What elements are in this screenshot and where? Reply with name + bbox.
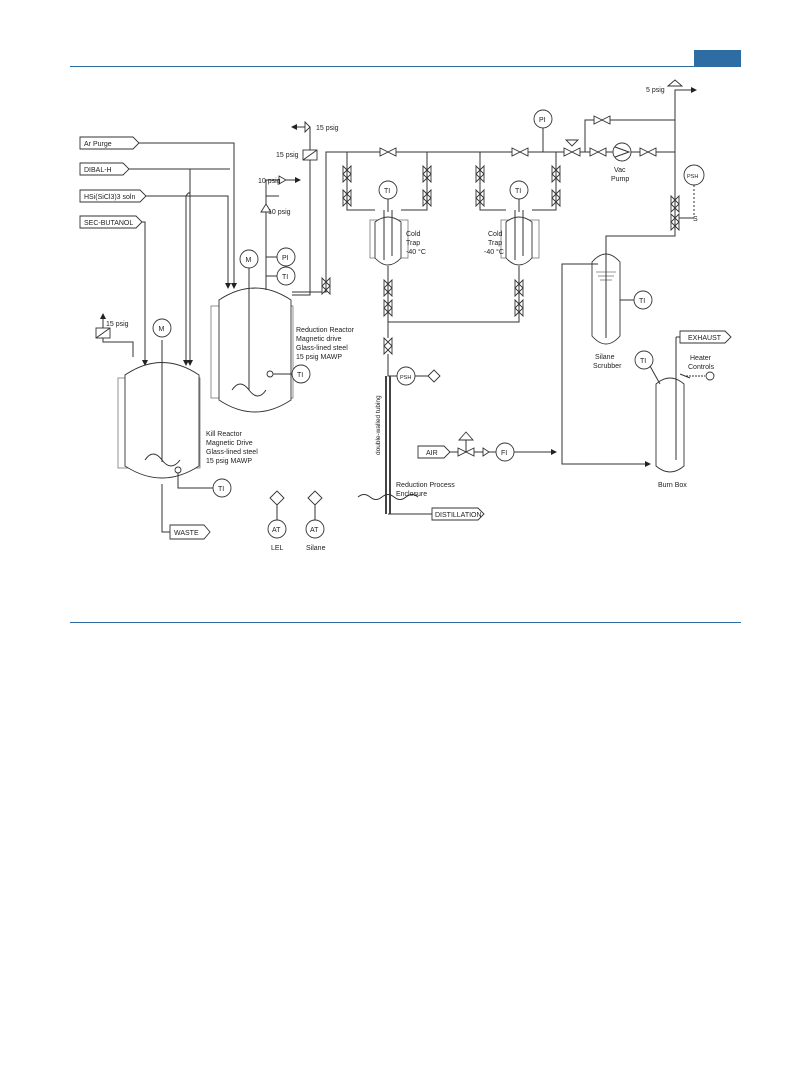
rr-ti-side: TI: [273, 364, 311, 384]
vent-psh-label: PSH: [687, 174, 698, 180]
rr-ti-top-label: TI: [282, 274, 288, 281]
rr-ti-side-label: TI: [297, 372, 303, 379]
ct1-ti-label: TI: [384, 188, 390, 195]
enclosure-label-1: Reduction Process: [396, 482, 455, 489]
waste-label: WASTE: [174, 530, 199, 537]
rr-desc-3: Glass-lined steel: [296, 345, 348, 352]
psh-s-label: S: [693, 216, 698, 223]
ct1-label-2: Trap: [406, 240, 420, 247]
header-pi: PI: [533, 109, 553, 152]
burn-ti-label: TI: [640, 358, 646, 365]
header-tab: [694, 50, 741, 67]
header-pi-label: PI: [539, 117, 546, 124]
rr-ti-top: TI: [266, 266, 296, 286]
header-valves: [321, 79, 684, 296]
kill-motor: M: [152, 318, 172, 338]
rr-motor-label: M: [246, 257, 252, 264]
burn-box-label: Burn Box: [658, 482, 687, 489]
scrubber-ti-label: TI: [639, 298, 645, 305]
header-line: [292, 87, 697, 293]
ct2-label-3: -40 °C: [484, 248, 504, 256]
kill-ti-label: TI: [218, 486, 224, 493]
kill-desc-4: 15 psig MAWP: [206, 458, 252, 465]
rr-relief-15: 15 psig 15 psig: [276, 120, 339, 296]
kill-reactor-desc: Kill Reactor Magnetic Drive Glass-lined …: [206, 431, 258, 465]
kill-motor-label: M: [159, 326, 165, 333]
at-silane: AT Silane: [305, 490, 326, 552]
air-label: AIR: [426, 450, 438, 457]
ct1-label-3: -40 °C: [406, 248, 426, 256]
rr-motor: M: [239, 249, 259, 269]
vent-5-label: 5 psig: [646, 87, 665, 94]
tubing-label: double-walled tubing: [375, 395, 382, 455]
rr-relief-10b-label: 10 psig: [268, 209, 291, 216]
footer-rule: [70, 622, 741, 623]
heater-label-2: Controls: [688, 364, 715, 371]
scrubber-label-1: Silane: [595, 354, 615, 361]
vac-pump: Vac Pump: [611, 142, 632, 183]
header-rule: [70, 66, 741, 67]
at-lel-label: LEL: [271, 545, 284, 552]
at-lel: AT LEL: [267, 490, 287, 552]
ct1-label-1: Cold: [406, 231, 421, 238]
kill-reactor: [117, 340, 201, 479]
ar-purge-label: Ar Purge: [84, 141, 112, 148]
source-hsi: HSi(SiCl3)3 soln: [79, 189, 147, 203]
reduction-reactor-desc: Reduction Reactor Magnetic drive Glass-l…: [296, 327, 355, 361]
rr-desc-2: Magnetic drive: [296, 336, 342, 343]
source-ar-purge: Ar Purge: [79, 136, 140, 150]
vent-5-relief: 5 psig: [646, 87, 665, 94]
ct2-label-2: Trap: [488, 240, 502, 247]
exhaust-label: EXHAUST: [688, 335, 722, 342]
reduction-reactor: [210, 268, 294, 413]
ct2-label-1: Cold: [488, 231, 503, 238]
scrubber-label-2: Scrubber: [593, 363, 622, 370]
burn-box: EXHAUST TI Heater Controls Burn Box: [634, 330, 732, 489]
air-line: AIR FI: [417, 431, 557, 462]
kill-ti: TI: [177, 473, 232, 498]
rr-pi-label: PI: [282, 255, 289, 262]
rr-desc-1: Reduction Reactor: [296, 327, 355, 334]
sec-butanol-label: SEC-BUTANOL: [84, 220, 133, 227]
feed-lines: [129, 142, 237, 366]
source-sec-butanol: SEC-BUTANOL: [79, 215, 143, 229]
at-lel-tag: AT: [272, 527, 281, 534]
air-fi-label: FI: [501, 450, 507, 457]
vent-psh: PSH S: [605, 152, 705, 250]
silane-scrubber: TI Silane Scrubber: [561, 250, 653, 467]
enclosure-label-2: Enclosure: [396, 491, 427, 498]
dist-psh-label: PSH: [400, 375, 411, 381]
at-silane-tag: AT: [310, 527, 319, 534]
kill-desc-3: Glass-lined steel: [206, 449, 258, 456]
vac-pump-label-2: Pump: [611, 176, 629, 183]
left-relief-label: 15 psig: [276, 152, 299, 159]
dibal-label: DIBAL-H: [84, 167, 112, 174]
vac-pump-label-1: Vac: [614, 167, 626, 174]
hsi-label: HSi(SiCl3)3 soln: [84, 194, 135, 201]
rr-relief-10: 10 psig 10 psig: [258, 175, 301, 290]
distillation-line: PSH DISTILLATION double-walled tubing Re…: [357, 322, 485, 521]
waste-line: WASTE: [161, 484, 211, 540]
heater-label-1: Heater: [690, 355, 712, 362]
rr-relief-10a-label: 10 psig: [258, 178, 281, 185]
ct2-ti-label: TI: [515, 188, 521, 195]
cold-trap-2: TI Cold Trap -40 °C: [388, 152, 561, 323]
rr-desc-4: 15 psig MAWP: [296, 354, 342, 361]
kill-relief-label: 15 psig: [106, 321, 129, 328]
kill-desc-2: Magnetic Drive: [206, 440, 253, 447]
at-silane-label: Silane: [306, 545, 326, 552]
top-relief-label: 15 psig: [316, 125, 339, 132]
distillation-label: DISTILLATION: [435, 512, 482, 519]
kill-relief: 15 psig: [95, 313, 134, 357]
kill-desc-1: Kill Reactor: [206, 431, 242, 438]
cold-trap-1: TI Cold Trap -40 °C: [342, 152, 432, 322]
source-dibal: DIBAL-H: [79, 162, 130, 176]
